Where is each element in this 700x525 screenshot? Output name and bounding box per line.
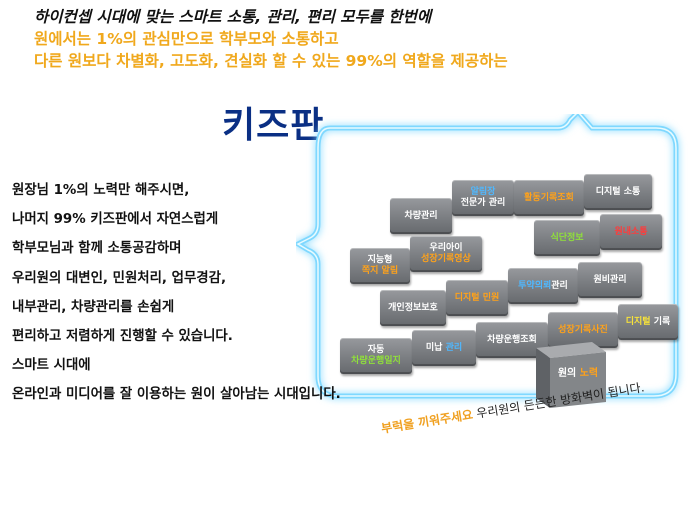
body-line-8: 온라인과 미디어를 잘 이용하는 원이 살아남는 시대입니다. [12, 387, 341, 403]
headline-line-1: 하이컨셉 시대에 맞는 스마트 소통, 관리, 편리 모두를 한번에 [34, 8, 432, 26]
brick-label: 기록 [653, 316, 671, 327]
body-line-4: 우리원의 대변인, 민원처리, 업무경감, [12, 270, 227, 286]
brick-label: 쪽지 알림 [361, 266, 399, 276]
headline-line-3: 다른 원보다 차별화, 고도화, 견실화 할 수 있는 99%의 역할을 제공하… [34, 52, 508, 70]
brick-auto-vehicle-log: 자동 차량운행일지 [340, 338, 412, 374]
brick-label: 디지털 [625, 316, 651, 327]
cube-label-part: 원의 [557, 368, 577, 379]
brick-label: 투약의뢰 [518, 280, 552, 291]
brick-label: 활동기록조회 [524, 192, 574, 203]
brick-label: 원내소통 [614, 226, 648, 237]
brick-medication-request: 투약의뢰관리 [508, 268, 578, 304]
brick-smart-note: 지능형 쪽지 알림 [350, 248, 410, 284]
brick-privacy: 개인정보보호 [380, 290, 446, 326]
speech-bubble-outline [296, 114, 679, 399]
brick-digital-communication: 디지털 소통 [584, 174, 652, 210]
brick-tuition-management: 원비관리 [578, 262, 642, 298]
brick-growth-photos: 성장기록사진 [548, 312, 618, 348]
body-line-1: 원장님 1%의 노력만 해주시면, [12, 183, 190, 198]
brick-meal-info: 식단정보 [534, 220, 600, 256]
cube-label: 원의 노력 [550, 368, 606, 380]
brick-label: 차량운행일지 [351, 356, 401, 366]
brick-label: 미납 [425, 342, 443, 353]
brick-label: 디지털 소통 [595, 186, 641, 197]
brick-label: 우리아이 [429, 243, 463, 253]
brick-label: 관리 [551, 280, 568, 291]
brick-notice-expert: 알림장 전문가 관리 [452, 180, 514, 216]
brick-unpaid-management: 미납 관리 [412, 330, 476, 366]
brick-label: 개인정보보호 [388, 302, 438, 313]
brick-label: 성장기록사진 [558, 324, 608, 335]
brick-wall: 차량관리 알림장 전문가 관리 활동기록조회 디지털 소통 지능형 쪽지 알림 … [300, 158, 690, 418]
brand-title: 키즈판 [222, 105, 325, 146]
brick-label: 식단정보 [550, 232, 584, 243]
headline: 하이컨셉 시대에 맞는 스마트 소통, 관리, 편리 모두를 한번에 원에서는 … [34, 6, 674, 72]
brick-growth-video: 우리아이 성장기록영상 [410, 236, 482, 272]
body-line-5: 내부관리, 차량관리를 손쉽게 [12, 299, 175, 315]
cube-shape [536, 342, 606, 408]
brick-activity-records: 활동기록조회 [514, 180, 584, 216]
brick-vehicle-management: 차량관리 [390, 198, 452, 234]
body-line-7: 스마트 시대에 [12, 358, 91, 374]
brick-label: 차량운행조회 [487, 334, 537, 345]
brick-label: 차량관리 [404, 210, 438, 221]
body-line-3: 학부모님과 함께 소통공감하며 [12, 241, 182, 257]
effort-cube[interactable]: 원의 노력 [522, 340, 612, 410]
brick-label: 자동 [367, 345, 385, 355]
body-line-6: 편리하고 저렴하게 진행할 수 있습니다. [12, 329, 233, 345]
brick-digital-records: 디지털 기록 [618, 304, 678, 340]
brick-digital-complaints: 디지털 민원 [446, 280, 508, 316]
brick-label: 알림장 [470, 187, 496, 197]
body-text: 원장님 1%의 노력만 해주시면, 나머지 99% 키즈판에서 자연스럽게 학부… [12, 176, 482, 410]
body-line-2: 나머지 99% 키즈판에서 자연스럽게 [12, 212, 219, 228]
brick-label: 원비관리 [593, 274, 627, 285]
brick-label: 성장기록영상 [421, 254, 471, 264]
brick-internal-communication: 원내소통 [600, 214, 662, 250]
headline-line-2: 원에서는 1%의 관심만으로 학부모와 소통하고 [34, 30, 339, 48]
brick-label: 디지털 민원 [454, 292, 500, 303]
brick-label: 관리 [445, 342, 463, 353]
cube-label-part: 노력 [579, 368, 599, 379]
brick-label: 전문가 관리 [460, 198, 506, 208]
brick-label: 지능형 [367, 255, 393, 265]
